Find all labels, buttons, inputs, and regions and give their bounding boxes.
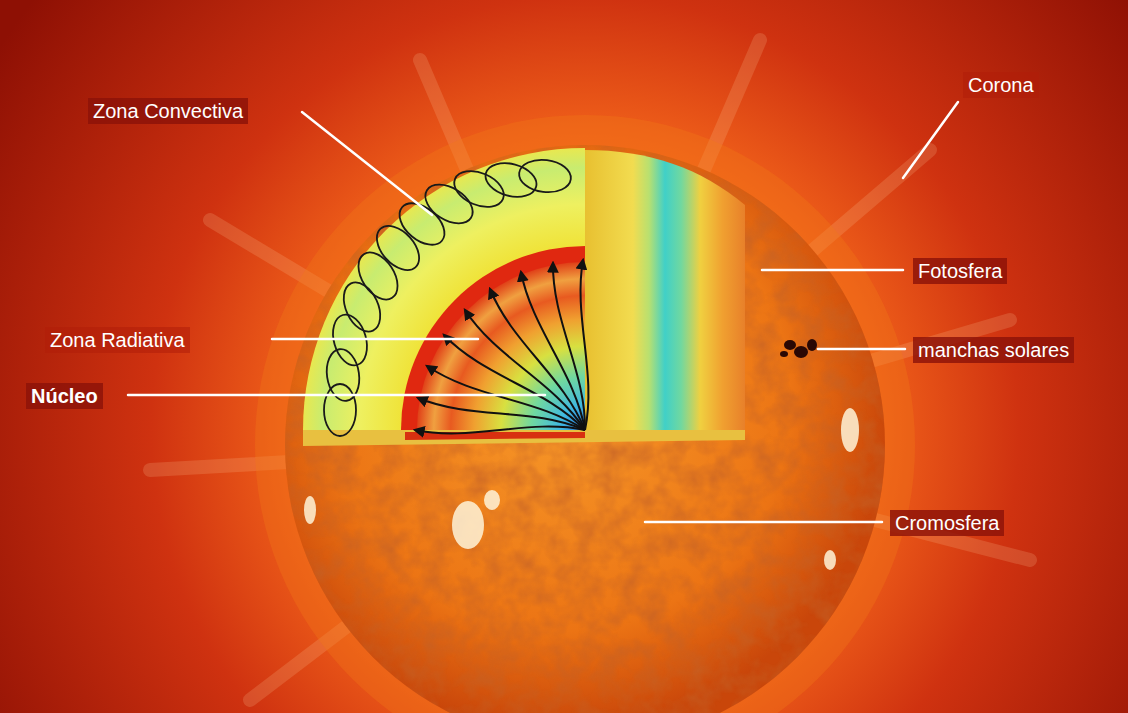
part-label: Corona: [963, 72, 1039, 98]
part-label: Cromosfera: [890, 510, 1004, 536]
part-label: Zona Convectiva: [88, 98, 248, 124]
part-label: manchas solares: [913, 337, 1074, 363]
part-label: Zona Radiativa: [45, 327, 190, 353]
part-label: Fotosfera: [913, 258, 1007, 284]
part-label: Núcleo: [26, 383, 103, 409]
